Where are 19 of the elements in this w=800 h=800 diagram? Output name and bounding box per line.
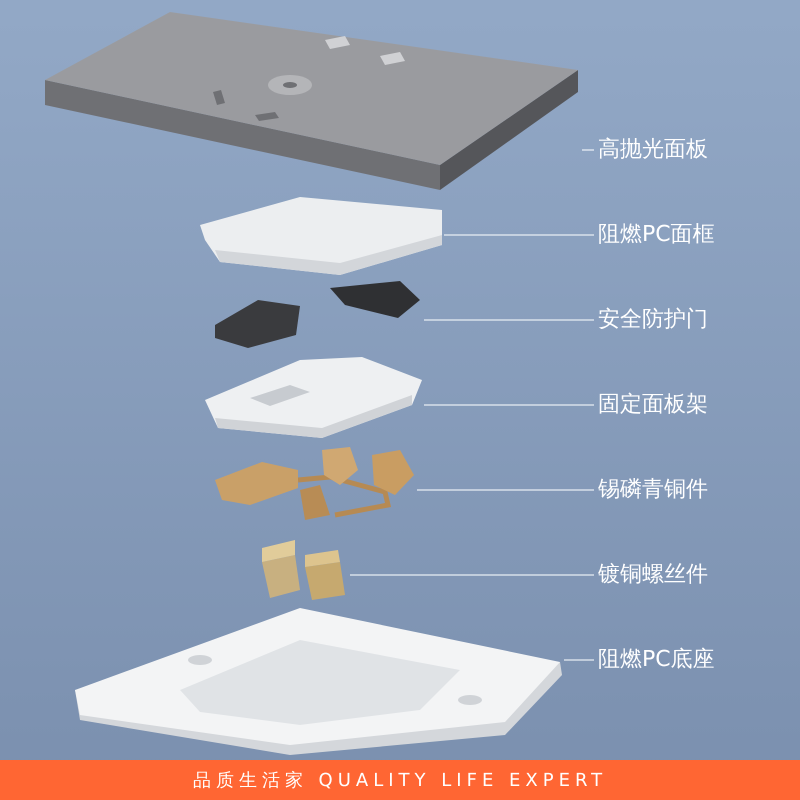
leader-line — [350, 574, 594, 576]
leader-line — [582, 149, 594, 151]
part-label: 阻燃PC底座 — [598, 645, 715, 675]
part-label: 镀铜螺丝件 — [598, 560, 708, 590]
part-label: 锡磷青铜件 — [598, 475, 708, 505]
leader-line — [444, 234, 594, 236]
leader-line — [417, 489, 594, 491]
leader-line — [424, 404, 594, 406]
part-label: 阻燃PC面框 — [598, 220, 715, 250]
part-label: 固定面板架 — [598, 390, 708, 420]
leader-line — [564, 659, 594, 661]
frame-drawing — [198, 195, 444, 277]
contact-drawing — [212, 445, 417, 522]
base-drawing — [72, 606, 564, 756]
slogan: 品质生活家 QUALITY LIFE EXPERT — [192, 769, 608, 792]
part-label: 高抛光面板 — [598, 135, 708, 165]
part-label: 安全防护门 — [598, 305, 708, 335]
leader-line — [424, 319, 594, 321]
mounting-frame-drawing — [202, 355, 424, 441]
